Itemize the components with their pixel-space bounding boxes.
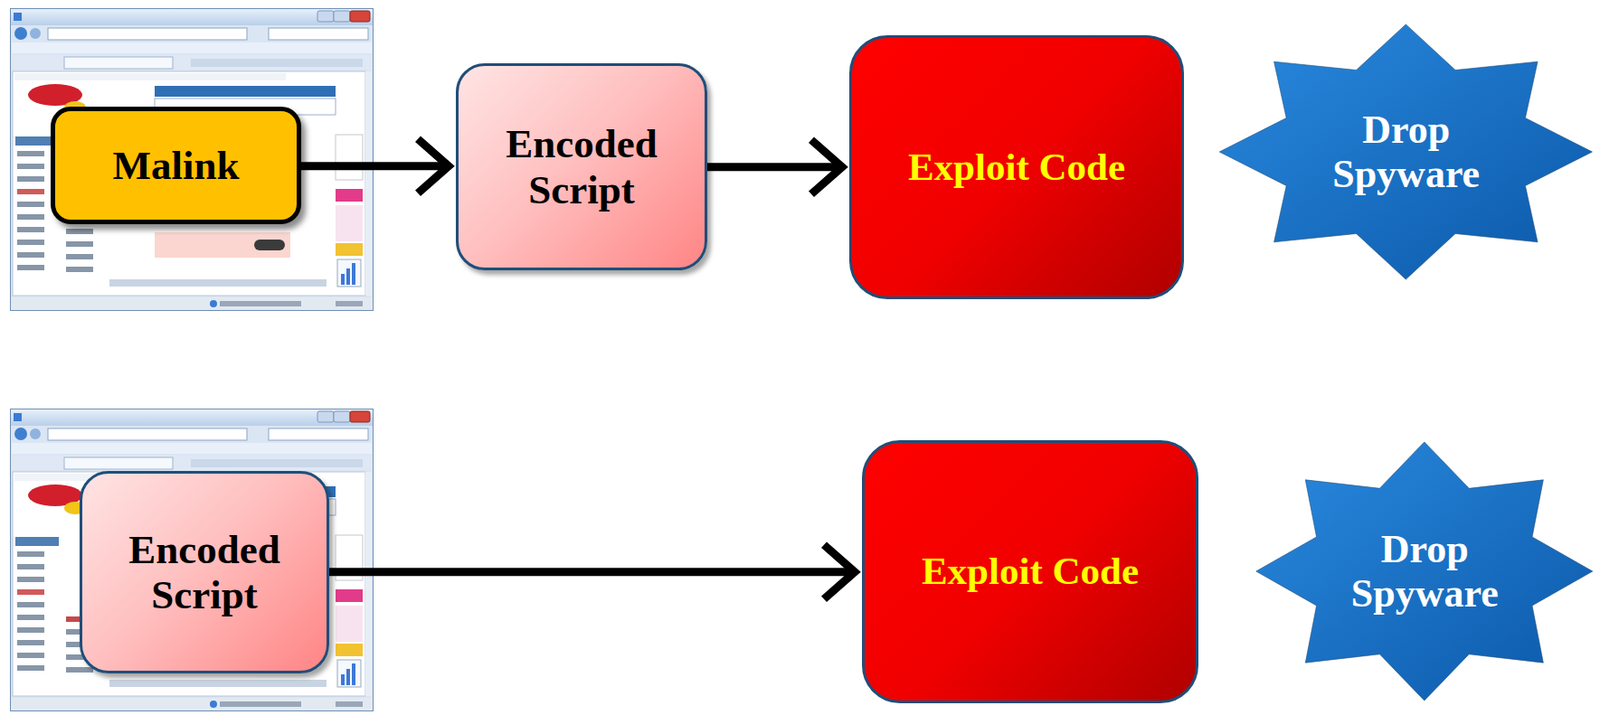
node-label: Drop Spyware [1332, 527, 1518, 617]
star-outline [1220, 24, 1593, 280]
star-outline [1256, 442, 1593, 701]
encoded-script-box: Encoded Script [455, 63, 708, 271]
malicious-link-box: Malink [50, 106, 302, 225]
node-label: Malink [112, 142, 239, 189]
node-label: Exploit Code [908, 145, 1126, 190]
arrow-head [417, 139, 449, 194]
flow-arrow [329, 545, 855, 600]
exploit-code-box: Exploit Code [861, 440, 1199, 704]
browser-window [10, 9, 374, 312]
flow-arrow [301, 139, 449, 194]
arrow-head [811, 140, 843, 195]
arrow-head [823, 545, 855, 600]
encoded-script-box: Encoded Script [79, 471, 330, 674]
arrow-shaft [707, 162, 843, 171]
exploit-code-box: Exploit Code [849, 35, 1184, 300]
node-label: Encoded Script [102, 527, 307, 619]
node-label: Drop Spyware [1303, 107, 1509, 198]
spyware-star: Drop Spyware [1215, 21, 1597, 283]
flow-arrow [707, 140, 843, 195]
arrow-shaft [301, 161, 449, 171]
node-label: Encoded Script [478, 121, 685, 213]
node-label: Exploit Code [921, 549, 1139, 594]
browser-window [10, 409, 374, 712]
arrow-shaft [329, 568, 855, 577]
spyware-star: Drop Spyware [1252, 439, 1597, 704]
